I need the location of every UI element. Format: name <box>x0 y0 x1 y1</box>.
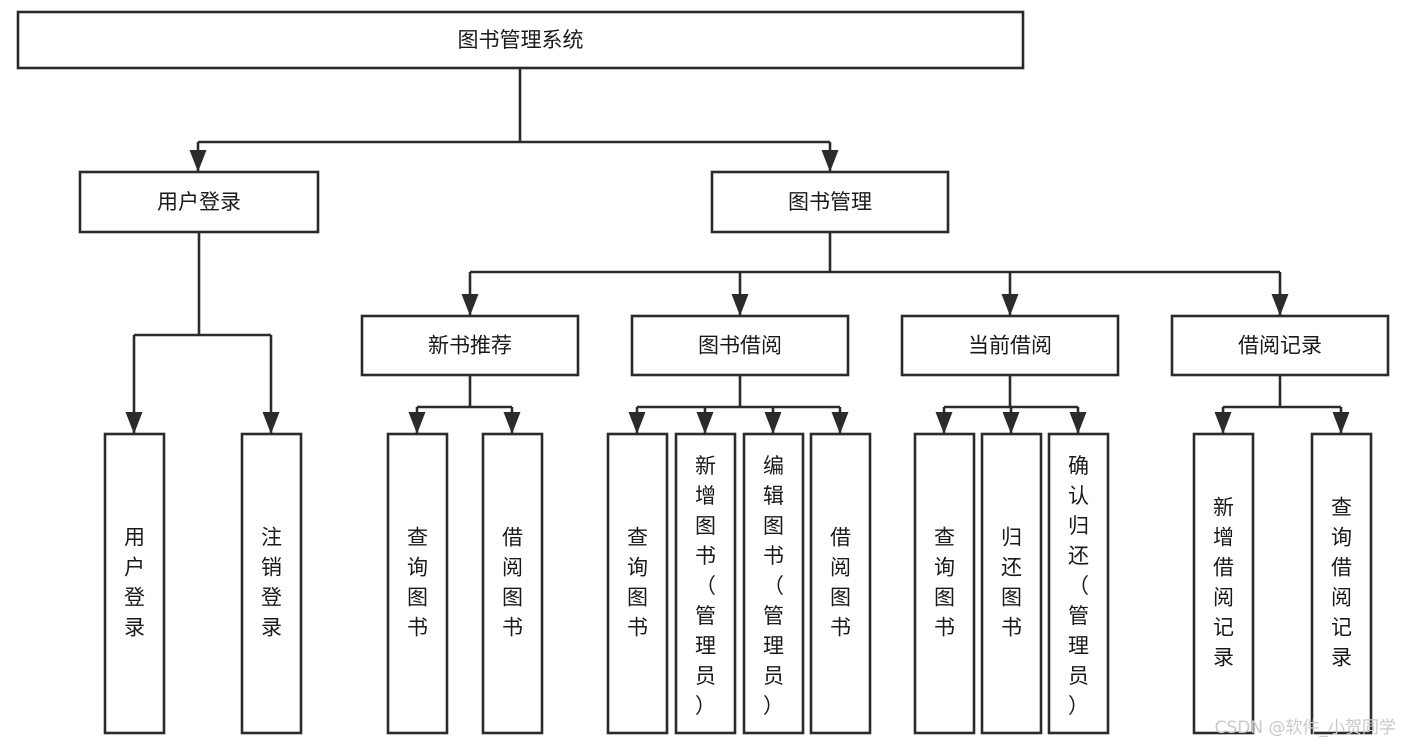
connector-book-borrow-to-leaves <box>628 375 849 434</box>
node-user-login[interactable]: 用户登录 <box>78 170 320 234</box>
node-new-book-rec[interactable]: 新书推荐 <box>360 314 580 377</box>
node-leaf-query-book-2[interactable]: 查询图书 <box>606 432 669 735</box>
connector-arrowhead <box>1002 412 1020 434</box>
connector-arrowhead <box>1271 294 1289 316</box>
node-box-leaf-return-book[interactable] <box>980 432 1043 735</box>
node-leaf-edit-book[interactable]: 编辑图书（管理员） <box>742 432 805 735</box>
node-label-leaf-edit-book: 编辑图书（管理员） <box>763 454 784 718</box>
node-borrow-record[interactable]: 借阅记录 <box>1170 314 1390 377</box>
node-box-leaf-query-book-2[interactable] <box>606 432 669 735</box>
node-layer: 图书管理系统用户登录图书管理新书推荐图书借阅当前借阅借阅记录用户登录注销登录查询… <box>16 10 1390 735</box>
node-label-leaf-borrow-book-1: 借阅图书 <box>502 526 523 640</box>
node-box-leaf-user-login[interactable] <box>103 432 166 735</box>
node-label-leaf-query-book-3: 查询图书 <box>934 526 955 640</box>
connector-arrowhead <box>935 412 953 434</box>
connector-arrowhead <box>1332 412 1350 434</box>
node-box-current-borrow[interactable] <box>900 314 1120 377</box>
node-box-leaf-edit-book[interactable] <box>742 432 805 735</box>
node-leaf-add-record[interactable]: 新增借阅记录 <box>1192 432 1255 735</box>
connector-arrowhead <box>731 294 749 316</box>
connector-arrowhead <box>696 412 714 434</box>
connector-arrowhead <box>1214 412 1232 434</box>
node-label-new-book-rec: 新书推荐 <box>428 334 512 358</box>
node-leaf-user-logout[interactable]: 注销登录 <box>240 432 303 735</box>
node-box-leaf-user-logout[interactable] <box>240 432 303 735</box>
connector-new-book-rec-to-leaves <box>408 375 521 434</box>
node-label-leaf-query-book-2: 查询图书 <box>627 526 648 640</box>
node-label-book-manage: 图书管理 <box>788 190 872 214</box>
node-leaf-query-record[interactable]: 查询借阅记录 <box>1310 432 1373 735</box>
node-label-leaf-confirm-return: 确认归还（管理员） <box>1068 454 1089 718</box>
watermark: CSDN @软件_小贺同学 <box>1215 718 1396 738</box>
node-box-leaf-borrow-book-2[interactable] <box>809 432 872 735</box>
node-box-user-login[interactable] <box>78 170 320 234</box>
connector-arrowhead <box>408 412 426 434</box>
connector-arrowhead <box>821 150 839 172</box>
connector-arrowhead <box>628 412 646 434</box>
node-label-borrow-record: 借阅记录 <box>1238 334 1322 358</box>
node-box-root[interactable] <box>16 10 1025 70</box>
node-leaf-return-book[interactable]: 归还图书 <box>980 432 1043 735</box>
node-box-leaf-query-book-3[interactable] <box>913 432 976 735</box>
node-box-book-borrow[interactable] <box>630 314 850 377</box>
node-label-root: 图书管理系统 <box>458 28 584 52</box>
connector-arrowhead <box>125 412 143 434</box>
node-leaf-user-login[interactable]: 用户登录 <box>103 432 166 735</box>
connector-layer <box>125 68 1350 434</box>
node-box-leaf-confirm-return[interactable] <box>1047 432 1110 735</box>
node-book-borrow[interactable]: 图书借阅 <box>630 314 850 377</box>
node-label-leaf-query-book-1: 查询图书 <box>407 526 428 640</box>
node-box-leaf-add-book[interactable] <box>674 432 737 735</box>
node-label-leaf-add-record: 新增借阅记录 <box>1213 496 1234 670</box>
watermark-layer: CSDN @软件_小贺同学 <box>1215 718 1396 738</box>
node-label-book-borrow: 图书借阅 <box>698 334 782 358</box>
connector-book-manage-to-level3 <box>461 232 1289 316</box>
node-leaf-query-book-1[interactable]: 查询图书 <box>386 432 449 735</box>
connector-user-login-to-leaves <box>125 232 280 434</box>
connector-arrowhead <box>764 412 782 434</box>
connector-root-to-level2 <box>189 68 839 172</box>
connector-arrowhead <box>1069 412 1087 434</box>
node-label-current-borrow: 当前借阅 <box>968 334 1052 358</box>
node-label-leaf-add-book: 新增图书（管理员） <box>695 454 716 718</box>
connector-current-borrow-to-leaves <box>935 375 1087 434</box>
node-leaf-borrow-book-1[interactable]: 借阅图书 <box>481 432 544 735</box>
node-box-book-manage[interactable] <box>710 170 950 234</box>
node-box-leaf-query-record[interactable] <box>1310 432 1373 735</box>
node-current-borrow[interactable]: 当前借阅 <box>900 314 1120 377</box>
node-leaf-add-book[interactable]: 新增图书（管理员） <box>674 432 737 735</box>
node-box-new-book-rec[interactable] <box>360 314 580 377</box>
node-label-leaf-return-book: 归还图书 <box>1001 526 1022 640</box>
connector-borrow-record-to-leaves <box>1214 375 1350 434</box>
node-box-leaf-query-book-1[interactable] <box>386 432 449 735</box>
connector-arrowhead <box>1001 294 1019 316</box>
connector-arrowhead <box>461 294 479 316</box>
connector-arrowhead <box>262 412 280 434</box>
connector-arrowhead <box>831 412 849 434</box>
node-leaf-query-book-3[interactable]: 查询图书 <box>913 432 976 735</box>
node-leaf-confirm-return[interactable]: 确认归还（管理员） <box>1047 432 1110 735</box>
node-root[interactable]: 图书管理系统 <box>16 10 1025 70</box>
node-label-leaf-query-record: 查询借阅记录 <box>1331 496 1352 670</box>
node-box-leaf-add-record[interactable] <box>1192 432 1255 735</box>
node-label-leaf-user-login: 用户登录 <box>124 526 145 640</box>
node-box-borrow-record[interactable] <box>1170 314 1390 377</box>
node-label-leaf-user-logout: 注销登录 <box>261 526 282 640</box>
node-box-leaf-borrow-book-1[interactable] <box>481 432 544 735</box>
node-leaf-borrow-book-2[interactable]: 借阅图书 <box>809 432 872 735</box>
connector-arrowhead <box>189 150 207 172</box>
node-label-user-login: 用户登录 <box>157 190 241 214</box>
node-book-manage[interactable]: 图书管理 <box>710 170 950 234</box>
connector-arrowhead <box>503 412 521 434</box>
node-label-leaf-borrow-book-2: 借阅图书 <box>830 526 851 640</box>
